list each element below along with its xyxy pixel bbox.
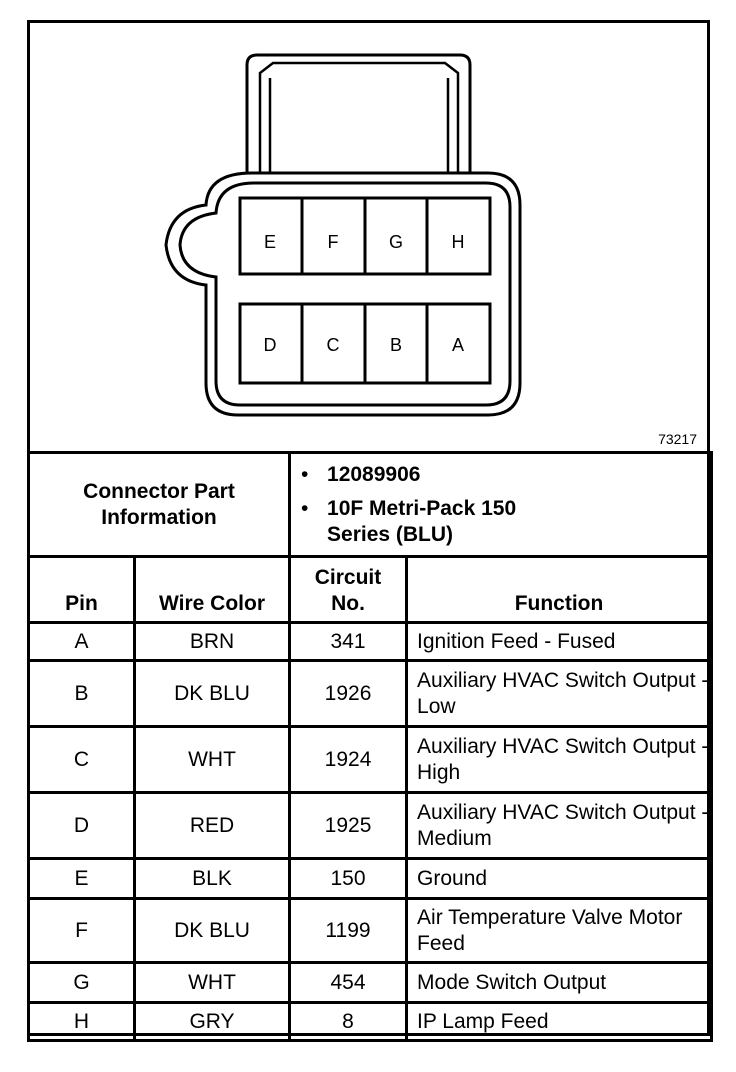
cavity-label: G <box>389 232 403 252</box>
circuit-cell: 8 <box>288 1001 409 1042</box>
wire-color-cell: RED <box>132 791 292 860</box>
function-cell: Mode Switch Output <box>405 961 714 1004</box>
part-info-row: Connector Part Information 12089906 10F … <box>26 451 714 558</box>
connector-face-svg: E F G H D C B A <box>164 53 522 417</box>
function-cell: Air Temperature Valve Motor Feed <box>405 897 714 964</box>
locking-tab-inner <box>258 61 460 173</box>
header-circuit: Circuit No. <box>288 555 409 624</box>
function-cell: Ground <box>405 857 714 900</box>
table-row: H GRY 8 IP Lamp Feed <box>27 1001 714 1042</box>
connector-frame: E F G H D C B A 73217 Connector Part Inf… <box>26 20 714 1042</box>
locking-tab <box>245 53 472 173</box>
function-cell: Ignition Feed - Fused <box>405 621 714 662</box>
header-row: Pin Wire Color Circuit No. Function <box>27 555 714 624</box>
function-cell: Auxiliary HVAC Switch Output - High <box>405 725 714 794</box>
cavity-label: D <box>264 335 277 355</box>
pin-cell: D <box>27 791 136 860</box>
wire-color-cell: GRY <box>132 1001 292 1042</box>
cavity-label: B <box>390 335 402 355</box>
pin-cell: A <box>27 621 136 662</box>
circuit-cell: 454 <box>288 961 409 1004</box>
wire-color-cell: BLK <box>132 857 292 900</box>
pin-cell: G <box>27 961 136 1004</box>
wire-color-cell: WHT <box>132 725 292 794</box>
circuit-cell: 1925 <box>288 791 409 860</box>
table-row: G WHT 454 Mode Switch Output <box>27 961 714 1004</box>
table-row: B DK BLU 1926 Auxiliary HVAC Switch Outp… <box>27 659 714 728</box>
wire-color-cell: BRN <box>132 621 292 662</box>
pin-cell: C <box>27 725 136 794</box>
pin-cell: H <box>27 1001 136 1042</box>
function-cell: Auxiliary HVAC Switch Output - Low <box>405 659 714 728</box>
part-info-item: 10F Metri-Pack 150 Series (BLU) <box>301 496 537 548</box>
circuit-cell: 150 <box>288 857 409 900</box>
connector-face-drawing: E F G H D C B A 73217 <box>30 23 707 451</box>
pin-cell: E <box>27 857 136 900</box>
wire-color-cell: DK BLU <box>132 897 292 964</box>
cavity-label: E <box>264 232 276 252</box>
table-row: E BLK 150 Ground <box>27 857 714 900</box>
cavity-label: C <box>327 335 340 355</box>
cavity-label: A <box>452 335 464 355</box>
wire-color-cell: DK BLU <box>132 659 292 728</box>
table-row: A BRN 341 Ignition Feed - Fused <box>27 621 714 662</box>
function-cell: Auxiliary HVAC Switch Output - Medium <box>405 791 714 860</box>
table-row: D RED 1925 Auxiliary HVAC Switch Output … <box>27 791 714 860</box>
table-row: C WHT 1924 Auxiliary HVAC Switch Output … <box>27 725 714 794</box>
pinout-table: Connector Part Information 12089906 10F … <box>26 451 714 1042</box>
wire-color-cell: WHT <box>132 961 292 1004</box>
figure-number: 73217 <box>658 431 697 447</box>
function-cell: IP Lamp Feed <box>405 1001 714 1042</box>
circuit-cell: 1199 <box>288 897 409 964</box>
part-info-item: 12089906 <box>301 462 710 488</box>
pin-cell: B <box>27 659 136 728</box>
pin-cell: F <box>27 897 136 964</box>
circuit-cell: 1924 <box>288 725 409 794</box>
cavity-label: F <box>328 232 339 252</box>
part-info-values: 12089906 10F Metri-Pack 150 Series (BLU) <box>288 451 714 558</box>
table-row: F DK BLU 1199 Air Temperature Valve Moto… <box>27 897 714 964</box>
header-pin: Pin <box>27 555 136 624</box>
cavity-label: H <box>452 232 465 252</box>
header-wire-color: Wire Color <box>132 555 292 624</box>
circuit-cell: 341 <box>288 621 409 662</box>
header-function: Function <box>405 555 714 624</box>
circuit-cell: 1926 <box>288 659 409 728</box>
part-info-label: Connector Part Information <box>26 451 292 558</box>
